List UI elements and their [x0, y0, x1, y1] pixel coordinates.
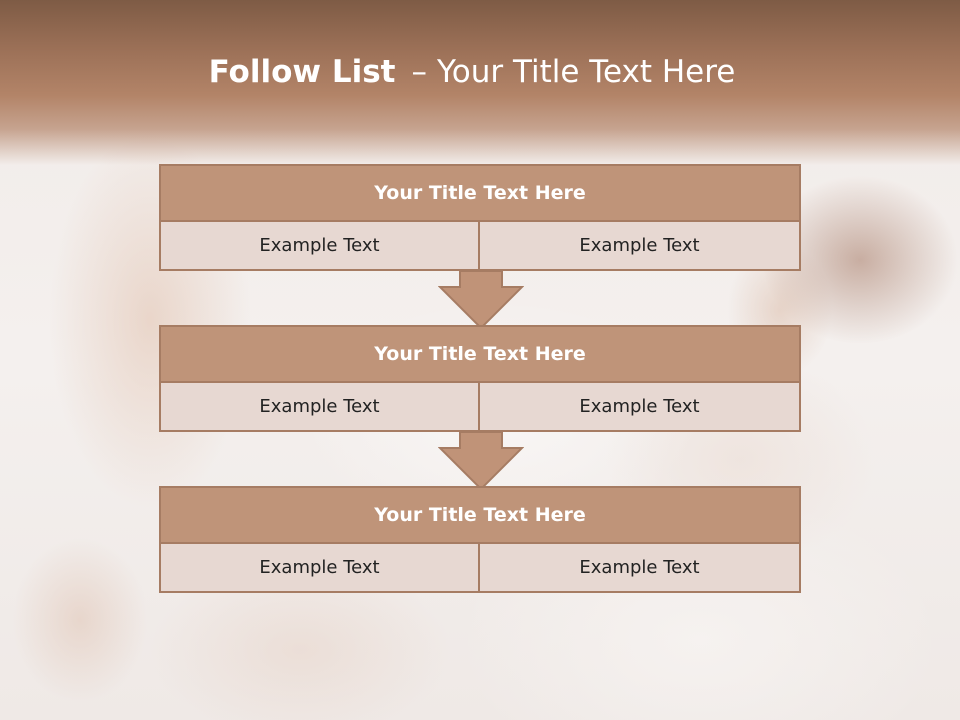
title-rest: Your Title Text Here — [436, 54, 736, 90]
block-3-right-cell: Example Text — [480, 544, 799, 591]
flow-block-2: Your Title Text Here Example Text Exampl… — [159, 325, 801, 432]
block-2-right-cell: Example Text — [480, 383, 799, 430]
block-3-header: Your Title Text Here — [161, 488, 799, 544]
slide-title: Follow List–Your Title Text Here — [0, 54, 944, 90]
down-arrow-icon — [438, 270, 524, 330]
block-2-left-cell: Example Text — [161, 383, 480, 430]
block-3-left-cell: Example Text — [161, 544, 480, 591]
title-separator: – — [411, 54, 427, 90]
down-arrow-icon — [438, 431, 524, 491]
block-1-right-cell: Example Text — [480, 222, 799, 269]
flow-block-1: Your Title Text Here Example Text Exampl… — [159, 164, 801, 271]
flow-block-3: Your Title Text Here Example Text Exampl… — [159, 486, 801, 593]
title-bold-part: Follow List — [208, 54, 396, 90]
block-1-header: Your Title Text Here — [161, 166, 799, 222]
block-2-header: Your Title Text Here — [161, 327, 799, 383]
header-band — [0, 0, 960, 165]
block-1-left-cell: Example Text — [161, 222, 480, 269]
